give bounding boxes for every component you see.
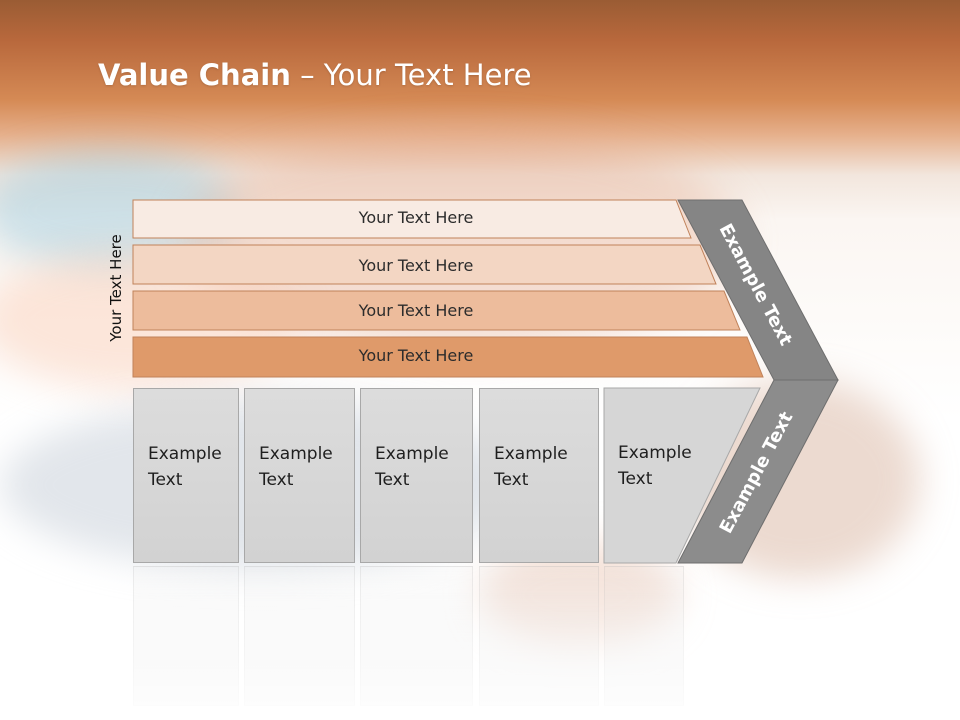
slide-title-rest: – Your Text Here <box>290 58 532 92</box>
column-box-4-text: Example Text <box>494 441 568 493</box>
bar-1-label[interactable]: Your Text Here <box>358 208 474 227</box>
slide-title-bold: Value Chain <box>98 58 291 92</box>
column-box-2[interactable]: Example Text <box>244 388 355 563</box>
column-box-2-text: Example Text <box>259 441 333 493</box>
column-box-1-text: Example Text <box>148 441 222 493</box>
bar-2-label[interactable]: Your Text Here <box>358 256 474 275</box>
column-box-4-line1: Example <box>494 444 568 464</box>
column-box-2-line2: Text <box>259 470 294 490</box>
column-box-5-text[interactable]: Example Text <box>618 440 692 492</box>
photo-blur-shape <box>0 250 300 390</box>
bar-4-label[interactable]: Your Text Here <box>358 346 474 365</box>
column-box-5-line1: Example <box>618 443 692 463</box>
column-box-4-line2: Text <box>494 470 529 490</box>
column-box-3[interactable]: Example Text <box>360 388 473 563</box>
column-box-1[interactable]: Example Text <box>133 388 239 563</box>
column-box-5-line2: Text <box>618 469 653 489</box>
column-box-3-text: Example Text <box>375 441 449 493</box>
column-box-3-line1: Example <box>375 444 449 464</box>
slide-title[interactable]: Value Chain – Your Text Here <box>98 55 532 95</box>
side-label[interactable]: Your Text Here <box>107 234 125 342</box>
column-box-2-line1: Example <box>259 444 333 464</box>
column-box-3-line2: Text <box>375 470 410 490</box>
column-box-1-line2: Text <box>148 470 183 490</box>
column-box-1-line1: Example <box>148 444 222 464</box>
bar-3-label[interactable]: Your Text Here <box>358 301 474 320</box>
column-box-4[interactable]: Example Text <box>479 388 599 563</box>
